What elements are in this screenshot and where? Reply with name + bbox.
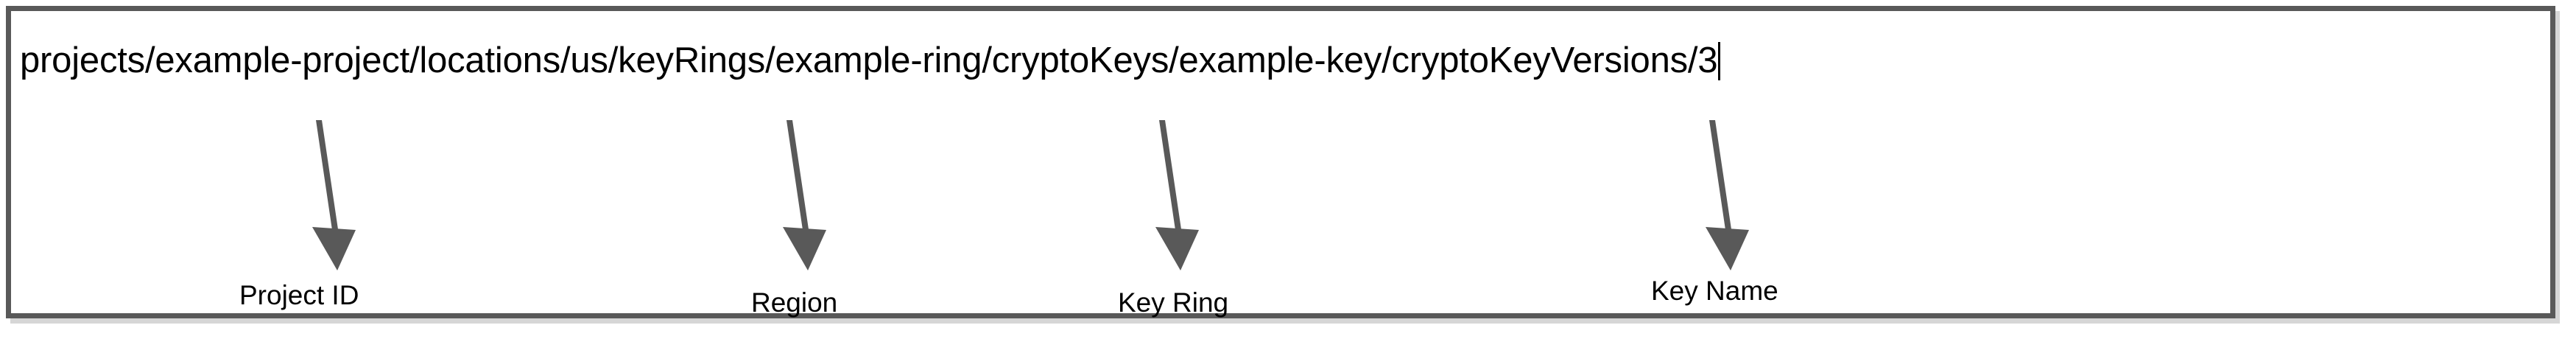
resource-path-value: projects/example-project/locations/us/ke… (20, 41, 1718, 80)
arrow-down-icon-key-name (1706, 120, 1749, 270)
text-caret (1718, 42, 1721, 80)
arrow-down-icon-region (783, 120, 826, 270)
resource-path-field[interactable]: projects/example-project/locations/us/ke… (20, 39, 1721, 82)
annotation-label-region: Region (751, 287, 838, 318)
annotation-label-key-name: Key Name (1651, 276, 1778, 306)
arrow-down-icon-key-ring (1155, 120, 1199, 270)
annotation-label-project-id: Project ID (239, 280, 359, 310)
diagram-panel: projects/example-project/locations/us/ke… (6, 6, 2555, 318)
annotation-label-key-ring: Key Ring (1118, 287, 1229, 318)
arrow-down-icon-project-id (312, 120, 356, 270)
